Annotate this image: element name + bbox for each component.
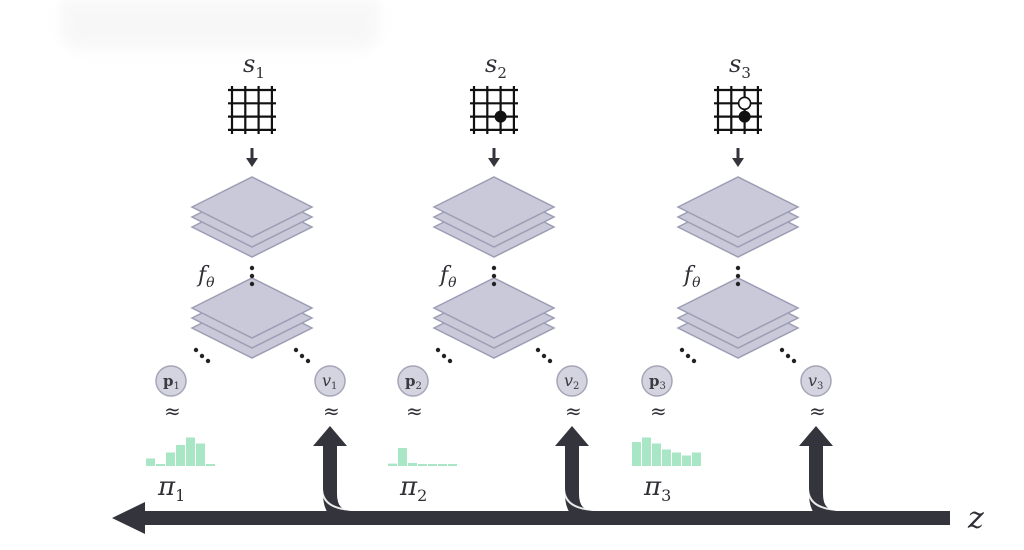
head-connector-dots <box>435 347 553 364</box>
column-3: s3 fθ p3 v3 ≈ ≈ π3 <box>632 50 832 505</box>
approx-symbol: ≈ <box>809 399 826 423</box>
go-board-icon <box>714 86 762 134</box>
histogram-bar <box>166 452 175 466</box>
histogram-bar <box>146 458 155 466</box>
approx-symbol: ≈ <box>164 399 181 423</box>
white-stone-icon <box>737 96 752 111</box>
value-node-label: v1 <box>322 371 337 392</box>
policy-histogram <box>632 437 701 466</box>
histogram-bar <box>176 445 185 466</box>
outcome-arrow-head <box>112 502 145 534</box>
column-2: s2 fθ p2 v2 ≈ ≈ π2 <box>388 50 588 505</box>
value-node <box>800 365 832 397</box>
network-label: fθ <box>682 263 701 291</box>
approx-symbol: ≈ <box>650 399 667 423</box>
value-node-label: v2 <box>564 371 579 392</box>
histogram-bar <box>642 437 651 466</box>
ellipsis-dots <box>249 265 255 287</box>
histogram-bar <box>408 463 417 466</box>
policy-target-label: π2 <box>399 472 427 505</box>
histogram-bar <box>156 464 165 466</box>
network-layers-top <box>432 176 556 258</box>
histogram-bar <box>418 464 427 466</box>
input-arrow-icon <box>732 148 744 167</box>
network-layers-bottom <box>190 277 314 359</box>
policy-node-label: p2 <box>405 372 422 392</box>
policy-node-label: p3 <box>649 372 666 392</box>
policy-histogram <box>388 448 457 466</box>
histogram-bar <box>428 464 437 466</box>
network-label: fθ <box>438 263 457 291</box>
histogram-bar <box>692 452 701 466</box>
input-arrow-icon <box>246 148 258 167</box>
network-layers-bottom <box>676 277 800 359</box>
value-node-label: v3 <box>808 371 823 392</box>
policy-target-label: π3 <box>643 472 671 505</box>
policy-histogram <box>146 437 215 466</box>
histogram-bar <box>448 464 457 466</box>
value-target-branch <box>313 426 357 525</box>
policy-node <box>397 365 429 397</box>
histogram-bar <box>682 455 691 466</box>
outcome-arrow <box>112 426 950 534</box>
go-board-icon <box>228 86 276 134</box>
value-target-branch <box>799 426 843 525</box>
approx-symbol: ≈ <box>323 399 340 423</box>
histogram-bar <box>652 443 661 466</box>
column-1: s1 fθ p1 v1 ≈ ≈ π1 <box>146 50 346 505</box>
state-label: s1 <box>243 50 265 82</box>
policy-node-label: p1 <box>163 372 180 392</box>
value-node <box>556 365 588 397</box>
network-label: fθ <box>196 263 215 291</box>
black-stone-icon <box>738 110 751 123</box>
go-board-icon <box>470 86 518 134</box>
histogram-bar <box>206 464 215 466</box>
network-layers-bottom <box>432 277 556 359</box>
histogram-bar <box>186 437 195 466</box>
approx-symbol: ≈ <box>565 399 582 423</box>
value-node <box>314 365 346 397</box>
blurred-header-artifact <box>60 0 380 50</box>
histogram-bar <box>388 463 397 466</box>
network-layers-top <box>190 176 314 258</box>
ellipsis-dots <box>735 265 741 287</box>
state-label: s2 <box>485 50 507 82</box>
input-arrow-icon <box>488 148 500 167</box>
network-layers-top <box>676 176 800 258</box>
head-connector-dots <box>679 347 797 364</box>
value-target-branch <box>555 426 599 525</box>
histogram-bar <box>398 448 407 466</box>
approx-symbol: ≈ <box>406 399 423 423</box>
ellipsis-dots <box>491 265 497 287</box>
histogram-bar <box>662 449 671 466</box>
policy-target-label: π1 <box>157 472 185 505</box>
histogram-bar <box>632 442 641 466</box>
head-connector-dots <box>193 347 311 364</box>
policy-node <box>155 365 187 397</box>
black-stone-icon <box>494 110 507 123</box>
histogram-bar <box>196 443 205 466</box>
histogram-bar <box>672 452 681 466</box>
state-label: s3 <box>729 50 751 82</box>
histogram-bar <box>438 464 447 466</box>
policy-node <box>641 365 673 397</box>
outcome-label: z <box>967 501 984 536</box>
